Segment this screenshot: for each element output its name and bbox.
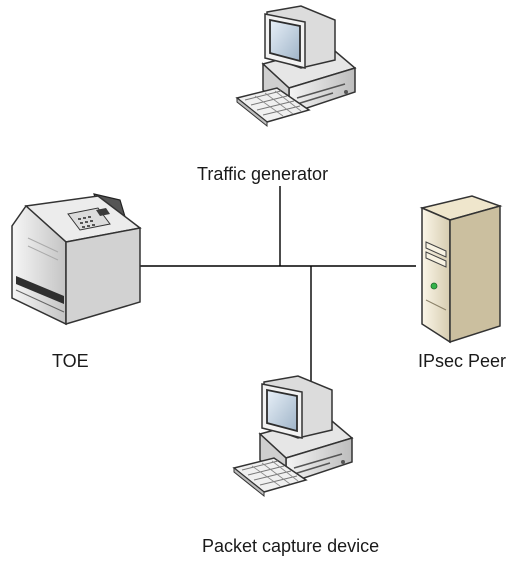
traffic-generator-computer-icon — [236, 5, 356, 127]
packet-capture-computer-icon — [233, 375, 353, 497]
toe-label: TOE — [52, 351, 89, 371]
traffic-generator-label: Traffic generator — [197, 164, 329, 184]
ipsec-peer-server-icon — [419, 195, 503, 344]
ipsec-peer-label: IPsec Peer — [418, 351, 507, 371]
network-links — [140, 186, 416, 384]
packet-capture-device-label: Packet capture device — [202, 536, 380, 556]
toe-printer-icon — [11, 193, 142, 326]
